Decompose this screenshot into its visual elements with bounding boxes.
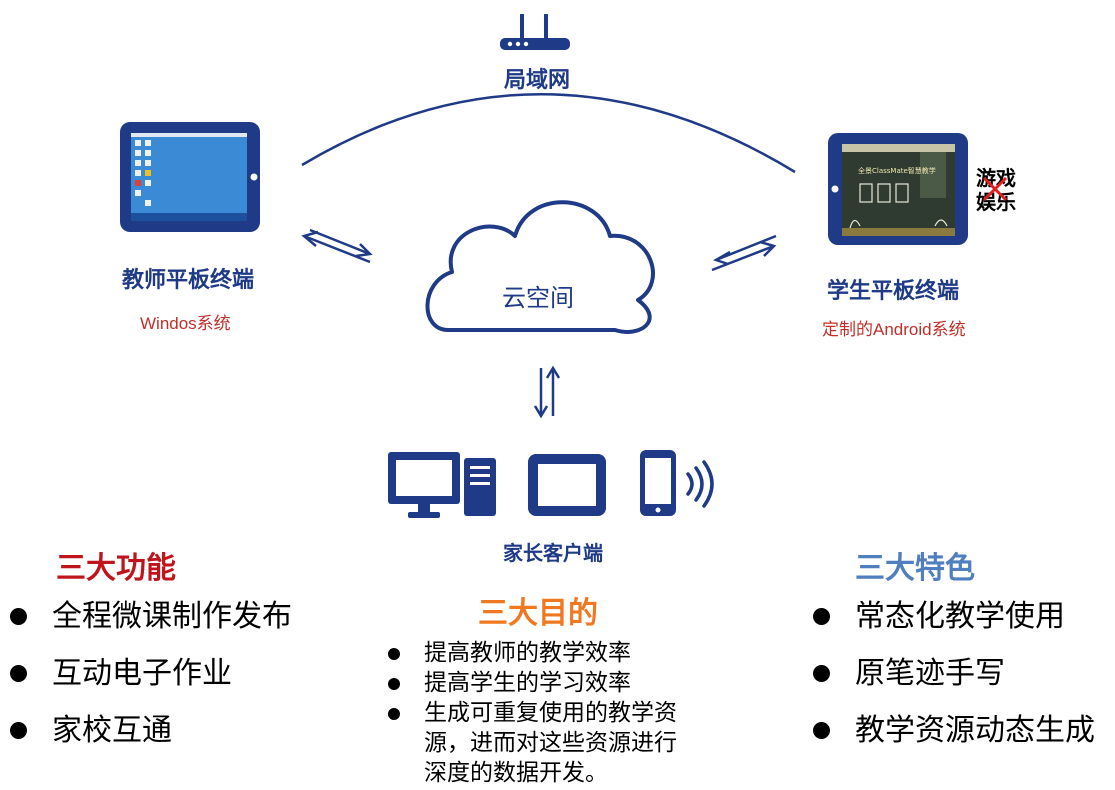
wireless-signal-icon bbox=[688, 462, 712, 506]
bullet-icon bbox=[813, 722, 830, 739]
teacher-os-note: Windos系统 bbox=[140, 309, 231, 334]
student-screen-banner: 全景ClassMate智慧教学 bbox=[858, 166, 936, 176]
list-item: 原笔迹手写 bbox=[813, 645, 1095, 702]
purposes-title: 三大目的 bbox=[478, 588, 598, 632]
list-item: 提高教师的教学效率 bbox=[388, 638, 677, 668]
list-item: 教学资源动态生成 bbox=[813, 702, 1095, 759]
list-item: 生成可重复使用的教学资 bbox=[388, 698, 677, 728]
list-item-continued: 深度的数据开发。 bbox=[388, 758, 677, 788]
red-cross-icon bbox=[980, 174, 1010, 204]
teacher-tablet-icon bbox=[120, 122, 260, 232]
bullet-icon bbox=[388, 678, 400, 690]
blocked-entertainment-badge: 游戏 娱乐 bbox=[976, 166, 1022, 214]
functions-title: 三大功能 bbox=[56, 543, 176, 587]
phone-icon bbox=[640, 450, 676, 516]
list-item: 提高学生的学习效率 bbox=[388, 668, 677, 698]
list-item: 全程微课制作发布 bbox=[10, 588, 292, 645]
student-cloud-arrows-icon bbox=[712, 236, 776, 270]
teacher-tablet-label: 教师平板终端 bbox=[122, 262, 254, 294]
cloud-parent-arrows-icon bbox=[535, 368, 559, 416]
bullet-icon bbox=[10, 665, 27, 682]
features-list: 常态化教学使用 原笔迹手写 教学资源动态生成 bbox=[813, 588, 1095, 759]
bullet-icon bbox=[388, 708, 400, 720]
bullet-icon bbox=[10, 722, 27, 739]
cloud-label: 云空间 bbox=[502, 278, 574, 313]
lan-label: 局域网 bbox=[504, 62, 570, 94]
bullet-icon bbox=[813, 608, 830, 625]
list-item: 互动电子作业 bbox=[10, 645, 292, 702]
parent-tablet-icon bbox=[528, 454, 606, 516]
bullet-icon bbox=[813, 665, 830, 682]
bullet-icon bbox=[10, 608, 27, 625]
teacher-cloud-arrows-icon bbox=[304, 230, 370, 262]
desktop-computer-icon bbox=[388, 452, 496, 518]
student-tablet-label: 学生平板终端 bbox=[827, 273, 959, 305]
list-item: 常态化教学使用 bbox=[813, 588, 1095, 645]
functions-list: 全程微课制作发布 互动电子作业 家校互通 bbox=[10, 588, 292, 759]
purposes-list: 提高教师的教学效率 提高学生的学习效率 生成可重复使用的教学资 源，进而对这些资… bbox=[388, 638, 677, 788]
student-os-note: 定制的Android系统 bbox=[822, 315, 966, 340]
lan-arc bbox=[302, 94, 795, 172]
router-icon bbox=[500, 14, 570, 50]
bullet-icon bbox=[388, 648, 400, 660]
student-tablet-icon bbox=[828, 133, 968, 245]
features-title: 三大特色 bbox=[855, 543, 975, 587]
list-item-continued: 源，进而对这些资源进行 bbox=[388, 728, 677, 758]
list-item: 家校互通 bbox=[10, 702, 292, 759]
parent-client-label: 家长客户端 bbox=[503, 537, 603, 566]
